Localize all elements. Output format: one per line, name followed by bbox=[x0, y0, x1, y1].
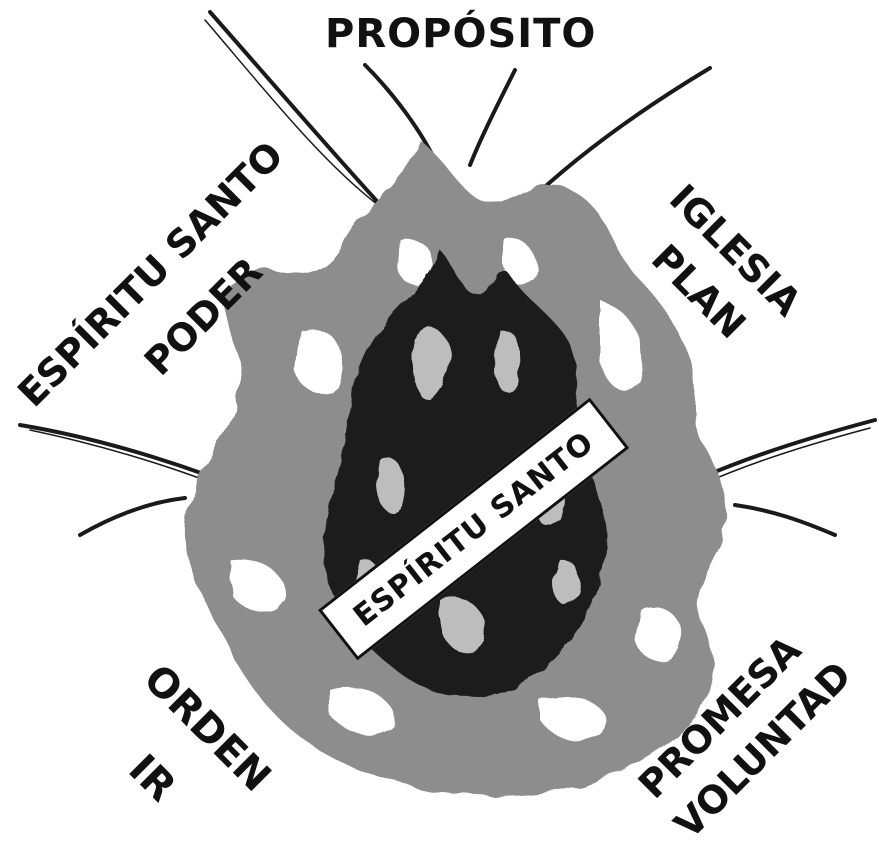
ray-line bbox=[80, 498, 185, 535]
ray-line bbox=[470, 70, 515, 165]
diagram-canvas: PROPÓSITO ESPÍRITU SANTO PODER IGLESIA P… bbox=[0, 0, 879, 823]
ray-line bbox=[735, 505, 835, 535]
label-top: PROPÓSITO bbox=[325, 14, 596, 54]
